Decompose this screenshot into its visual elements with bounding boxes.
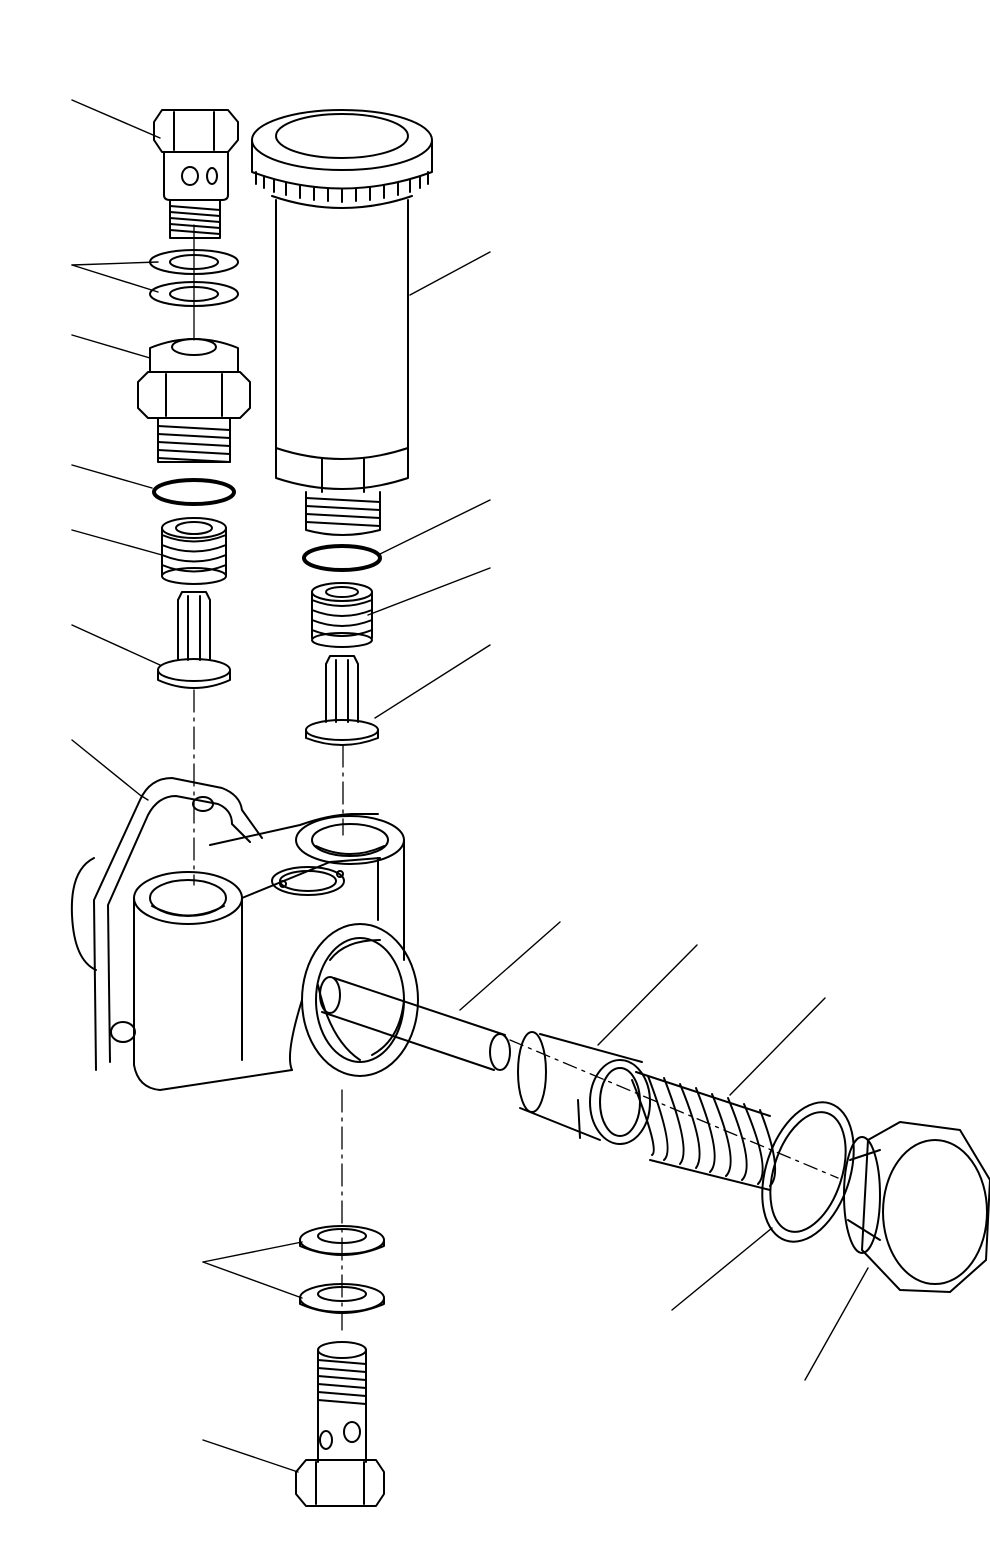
- leader-valve-right: [375, 645, 490, 718]
- leader-spring-right: [368, 568, 490, 615]
- piston-spring: [632, 1072, 775, 1190]
- adapter-fitting: [138, 339, 250, 462]
- leader-valve-left: [72, 625, 160, 665]
- leader-banjo-bolt-top: [72, 100, 160, 138]
- leader-cylinder: [410, 252, 490, 295]
- banjo-bolt-top: [154, 110, 238, 238]
- plunger-pin: [320, 977, 510, 1070]
- leader-adapter: [72, 335, 150, 358]
- washers-bottom: [300, 1226, 384, 1313]
- priming-pump-cylinder: [252, 110, 432, 535]
- leader-piston-spring: [730, 998, 825, 1095]
- leader-o-ring-right: [378, 500, 490, 555]
- o-ring-left: [154, 480, 234, 504]
- leader-spring-left: [72, 530, 162, 555]
- leader-plug-cap: [805, 1268, 868, 1380]
- leader-washer-bottom-a: [203, 1242, 302, 1262]
- banjo-bolt-bottom: [296, 1342, 384, 1506]
- gasket-ring: [746, 1091, 870, 1254]
- assembly-center-lines: [194, 225, 838, 1330]
- leader-washer-bottom-b: [203, 1262, 302, 1298]
- leader-washer-top-b: [72, 265, 158, 292]
- piston: [518, 1032, 650, 1144]
- leader-pump-body: [72, 740, 148, 800]
- spring-right: [312, 583, 372, 647]
- leader-o-ring-left: [72, 465, 152, 488]
- valve-left: [158, 592, 230, 688]
- leader-gasket-ring: [672, 1228, 772, 1310]
- axis-horizontal: [510, 1040, 838, 1178]
- plug-cap: [844, 1122, 990, 1292]
- leader-banjo-bolt-bottom: [203, 1440, 298, 1472]
- leader-piston: [598, 945, 697, 1045]
- spring-left: [162, 518, 226, 584]
- leader-plunger-pin: [460, 922, 560, 1010]
- pump-body: [72, 778, 418, 1090]
- valve-right: [306, 656, 378, 745]
- o-ring-right: [304, 546, 380, 570]
- leader-washer-top-a: [72, 262, 158, 265]
- callout-leader-lines: [72, 100, 868, 1472]
- washers-top: [150, 250, 238, 306]
